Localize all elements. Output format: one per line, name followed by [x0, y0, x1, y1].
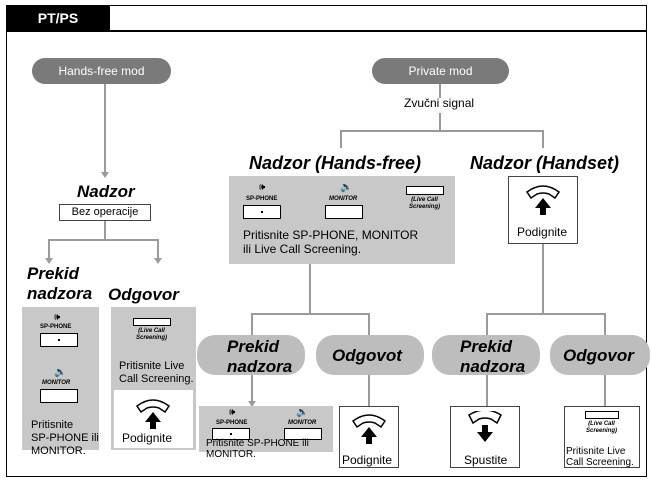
monitor-label: MONITOR	[42, 380, 71, 386]
connector	[486, 313, 488, 335]
sp-phone-label: SP-PHONE	[216, 420, 248, 426]
connector	[251, 313, 370, 315]
monitor-speaker-icon: 🔈	[340, 182, 353, 193]
monitor-label: MONITOR	[288, 420, 317, 426]
connector	[439, 113, 441, 131]
connector	[251, 375, 253, 405]
handset-up-icon	[351, 414, 387, 444]
diagram-frame	[6, 5, 647, 477]
connector	[604, 313, 606, 335]
handset-up-icon	[525, 185, 561, 215]
connector	[340, 130, 544, 132]
monitor-label: MONITOR	[329, 196, 358, 202]
speaker-icon: 🕪	[259, 182, 266, 193]
hf-answer-title: Odgovot	[332, 346, 402, 365]
monitor-speaker-icon: 🔈	[54, 367, 67, 378]
hs-cancel-hangup-text: Spustite	[464, 453, 508, 467]
handset-lift-text: Podignite	[517, 225, 568, 239]
connector	[368, 375, 370, 406]
handset-monitor-title: Nadzor (Handset)	[470, 153, 620, 173]
hf-answer-lift-text: Podignite	[342, 453, 393, 467]
hands-free-mode-pill: Hands-free mod	[32, 58, 171, 84]
connector	[251, 313, 253, 335]
sp-phone-button[interactable]	[243, 205, 281, 219]
sp-phone-button[interactable]	[212, 428, 250, 440]
connector	[48, 239, 159, 241]
arrow-icon	[101, 172, 109, 178]
connector	[157, 239, 159, 259]
connector	[340, 130, 342, 148]
answer-title-left: Odgovor	[108, 285, 179, 304]
phone-type-tab: PT/PS	[6, 5, 110, 31]
connector	[486, 313, 606, 315]
tone-label: Zvučni signal	[404, 96, 475, 110]
cancel-instruction-box	[22, 307, 99, 450]
private-mode-pill: Private mod	[372, 58, 509, 84]
live-call-screening-button[interactable]	[133, 318, 171, 326]
monitor-button[interactable]	[40, 389, 78, 403]
speaker-icon: 🕪	[54, 312, 61, 323]
speaker-icon: 🕪	[229, 407, 236, 418]
connector	[542, 244, 544, 314]
lift-text: Podignite	[122, 431, 173, 445]
sp-phone-label: SP-PHONE	[40, 324, 72, 330]
hands-free-monitor-title: Nadzor (Hands-free)	[249, 153, 422, 173]
live-call-screening-button[interactable]	[585, 411, 619, 419]
connector	[104, 221, 106, 240]
connector	[439, 84, 441, 98]
hf-answer-pill	[316, 335, 424, 375]
sp-phone-label: SP-PHONE	[246, 196, 278, 202]
hf-cancel-pill	[197, 335, 305, 375]
monitor-title: Nadzor	[77, 182, 135, 201]
arrow-icon	[45, 258, 53, 264]
arrow-icon	[248, 401, 256, 407]
connector	[604, 375, 606, 406]
monitor-button[interactable]	[284, 428, 322, 440]
arrow-icon	[154, 258, 162, 264]
connector	[48, 239, 50, 259]
connector	[486, 375, 488, 406]
connector	[368, 313, 370, 335]
monitor-button[interactable]	[325, 205, 363, 219]
connector	[309, 264, 311, 314]
handset-down-icon	[468, 411, 502, 442]
handset-up-icon	[135, 399, 171, 429]
hs-answer-title: Odgovor	[563, 346, 634, 365]
connector	[104, 84, 106, 174]
sp-phone-button[interactable]	[40, 333, 78, 347]
hs-cancel-pill	[432, 335, 540, 375]
live-call-screening-button[interactable]	[406, 186, 444, 195]
no-operation-box: Bez operacije	[59, 204, 151, 221]
hs-answer-pill	[550, 335, 650, 375]
monitor-speaker-icon: 🔈	[296, 407, 309, 418]
connector	[542, 130, 544, 148]
tab-divider	[6, 30, 647, 32]
